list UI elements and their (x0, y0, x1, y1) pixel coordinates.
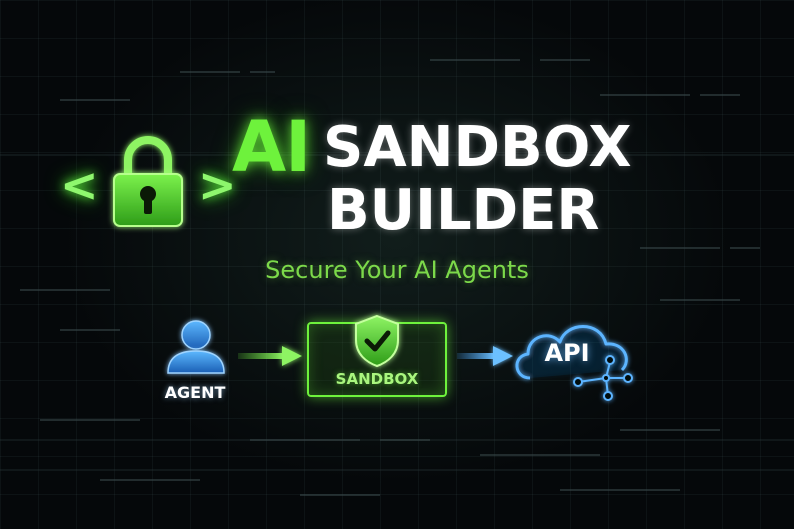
user-icon (162, 320, 230, 381)
arrow-right-icon (238, 346, 302, 366)
cloud-network-icon (515, 325, 633, 401)
bracket-right: > (198, 158, 237, 212)
api-label: API (544, 339, 590, 367)
tagline: Secure Your AI Agents (265, 256, 529, 284)
title-line-2: BUILDER (327, 178, 600, 243)
shield-check-icon (355, 314, 399, 368)
padlock-icon (113, 136, 183, 227)
bracket-left: < (60, 158, 99, 212)
lock-emblem: < > (58, 132, 238, 232)
title-accent: AI (232, 106, 311, 188)
sandbox-label: SANDBOX (335, 370, 419, 388)
title-line-1: SANDBOX (323, 115, 632, 180)
arrow-right-icon (457, 346, 513, 366)
agent-label: AGENT (164, 383, 226, 402)
